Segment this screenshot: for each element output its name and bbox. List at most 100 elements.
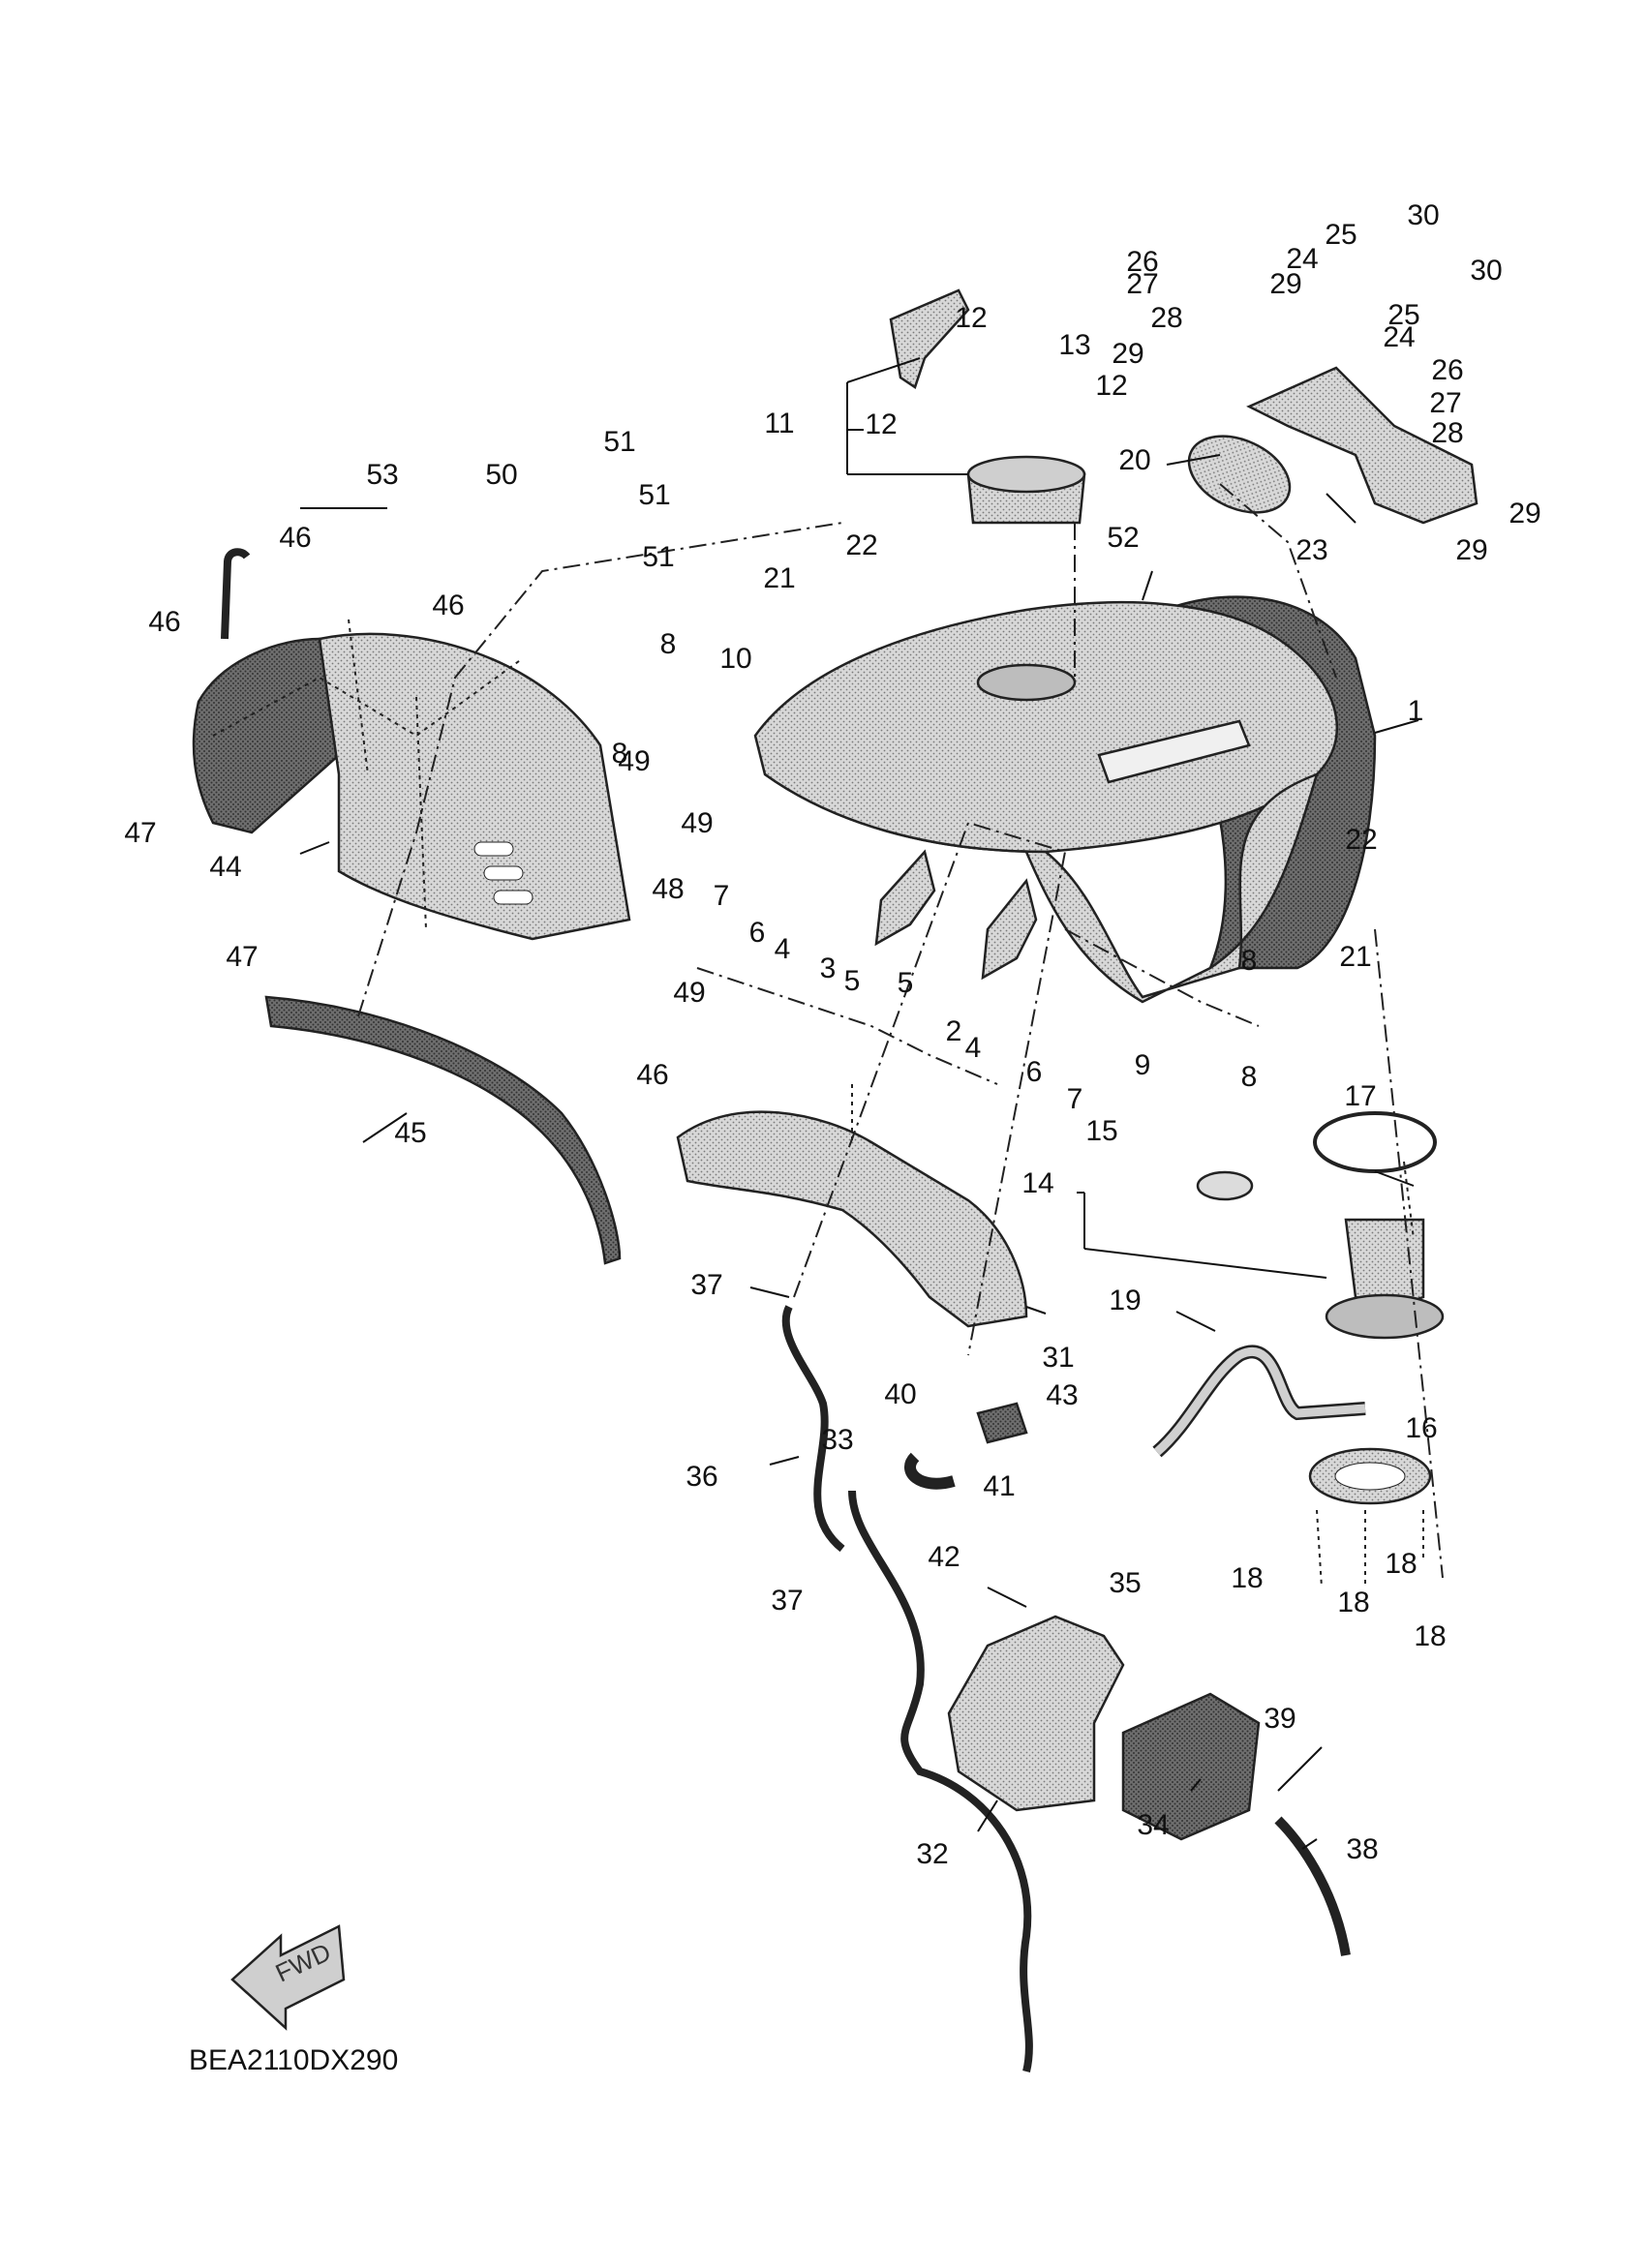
callout-label: 50 [485,459,517,491]
callout-label: 34 [1137,1809,1169,1841]
callout-label: 49 [681,807,713,839]
callout-label: 37 [771,1585,803,1617]
callout-label: 31 [1042,1342,1074,1374]
callout-label: 40 [884,1378,916,1410]
callout-label: 49 [673,977,705,1009]
callout-label: 46 [432,590,464,621]
hose-36 [781,1305,845,1553]
callout-label: 15 [1085,1115,1117,1147]
rubber-strip [264,995,622,1265]
callout-label: 41 [983,1470,1015,1502]
canister-bracket [947,1615,1125,1812]
callout-label: 5 [844,965,861,997]
callout-label: 24 [1286,243,1318,275]
callout-label: 32 [916,1838,948,1870]
callout-label: 29 [1269,268,1301,300]
callout-label: 13 [1058,329,1090,361]
bracket-front [874,849,936,947]
callout-label: 2 [946,1015,962,1047]
callout-label: 7 [1067,1083,1083,1115]
callout-label: 48 [652,873,684,905]
callout-label: 23 [1295,534,1327,566]
callout-label: 3 [820,953,837,984]
callout-label: 22 [1345,824,1377,856]
callout-label: 21 [1339,941,1371,973]
callout-label: 19 [1109,1285,1141,1316]
fuel-pump [1196,1170,1445,1340]
callout-label: 30 [1470,255,1502,287]
canister [1121,1692,1261,1841]
callout-label: 25 [1387,299,1419,331]
bracket-rear [981,878,1038,981]
protector [676,1110,1028,1328]
callout-label: 45 [394,1117,426,1149]
callout-label: 9 [1135,1049,1151,1081]
callout-label: 22 [845,529,877,561]
callout-label: 28 [1150,302,1182,334]
callout-label: 25 [1325,219,1356,251]
callout-label: 47 [226,941,258,973]
callout-label: 35 [1109,1567,1141,1599]
tank-bracket [1246,366,1478,525]
hose-53 [221,548,251,640]
callout-label: 4 [775,933,791,965]
callout-label: 27 [1429,387,1461,419]
callout-label: 24 [1383,321,1415,353]
fuel-cap [889,288,1086,525]
callout-label: 11 [764,408,794,439]
small-hose [904,1452,956,1490]
diagram-code: BEA2110DX290 [189,2044,398,2076]
side-cover [192,632,631,941]
callout-label: 14 [1021,1167,1053,1199]
callout-label: 51 [642,541,674,573]
callout-label: 28 [1431,417,1463,449]
gasket [1187,435,1292,514]
callout-label: 8 [660,628,677,660]
callout-label: 37 [690,1269,722,1301]
callout-label: 51 [603,426,635,458]
callout-label: 8 [612,738,628,770]
callout-label: 53 [366,459,398,491]
callout-label: 18 [1337,1587,1369,1618]
callout-label: 26 [1431,354,1463,386]
callout-label: 7 [714,880,730,912]
o-ring [1313,1111,1437,1173]
callout-label: 43 [1046,1379,1078,1411]
callout-label: 16 [1405,1412,1437,1444]
callout-label: 12 [1095,370,1127,402]
callout-label: 1 [1408,695,1424,727]
callout-label: 12 [955,302,987,334]
callout-label: 52 [1107,522,1139,554]
valve [976,1402,1028,1444]
callout-label: 33 [821,1424,853,1456]
callout-label: 46 [148,606,180,638]
fuel-tank [753,595,1377,1004]
callout-label: 47 [124,817,156,849]
callout-label: 30 [1407,199,1439,231]
callout-label: 5 [898,967,914,999]
callout-label: 10 [719,643,751,675]
callout-label: 18 [1231,1562,1263,1594]
leader-lines [299,357,1419,1850]
callout-label: 4 [965,1032,982,1064]
callout-label: 6 [1026,1056,1043,1088]
callout-label: 8 [1241,945,1258,977]
hose-38 [1274,1816,1351,1956]
callout-label: 8 [1241,1061,1258,1093]
callout-label: 29 [1112,338,1143,370]
hose-32 [848,1490,1033,2072]
callout-label: 29 [1455,534,1487,566]
assembly-lines [212,483,1444,1588]
fuel-hose [1152,1345,1366,1458]
callout-label: 27 [1126,268,1158,300]
callout-label: 18 [1385,1548,1417,1580]
callout-label: 26 [1126,246,1158,278]
callout-label: 6 [749,917,766,949]
callout-label: 20 [1118,444,1150,476]
callout-label: 39 [1264,1703,1295,1735]
callout-label: 29 [1509,498,1540,529]
callout-label: 44 [209,851,241,883]
callout-label: 38 [1346,1833,1378,1865]
